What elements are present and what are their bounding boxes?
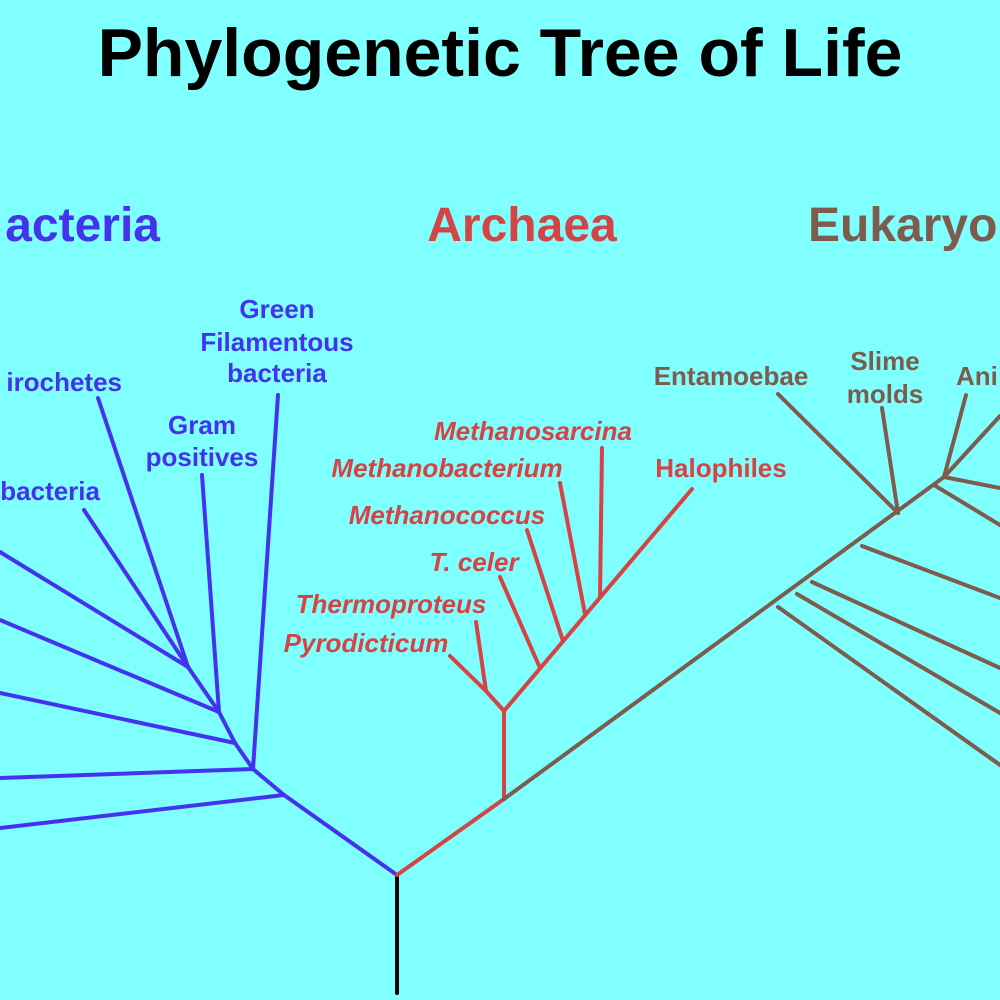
label-animals: Ani (956, 361, 998, 391)
label-entamoebae: Entamoebae (654, 361, 809, 391)
spirochetes-branch (96, 396, 190, 669)
pyrodicticum-branch (448, 654, 488, 693)
label-green-filamentous-line3: bacteria (227, 358, 327, 388)
methanobacterium-branch (558, 481, 587, 616)
methanosarcina-branch (598, 446, 604, 599)
bacteria-branch-top (0, 550, 190, 669)
animals-branch (942, 393, 968, 479)
trichomonads-branch (810, 580, 1000, 670)
bacteria-stem-3 (233, 741, 255, 771)
microsporidia-branch (795, 592, 1000, 715)
label-t-celer: T. celer (429, 547, 520, 577)
bacteria-stem-5 (186, 665, 221, 714)
page-title: Phylogenetic Tree of Life (98, 15, 903, 91)
slime-molds-branch (880, 406, 900, 515)
label-methanobacterium: Methanobacterium (331, 453, 562, 483)
plants-branch (942, 475, 1000, 490)
green-filamentous-branch (251, 393, 280, 771)
bacteria-branch-upper (0, 691, 237, 745)
eukaryota-branches (502, 392, 1000, 801)
label-slime-molds-line2: molds (847, 379, 924, 409)
bacteria-branch-mid (0, 767, 255, 780)
archaea-stem (395, 797, 506, 877)
domain-label-archaea: Archaea (427, 199, 617, 252)
domain-label-bacteria: acteria (5, 199, 160, 252)
diplomonads-branch (776, 605, 1000, 767)
label-green-filamentous-line2: Filamentous (200, 327, 353, 357)
proteobacteria-branch (82, 508, 190, 669)
flagellates-branch (860, 544, 1000, 600)
bacteria-labels: irochetes bacteria Gram positives Green … (0, 294, 353, 506)
eukaryota-labels: Entamoebae Slime molds Ani (654, 346, 998, 409)
label-gram-positives-line1: Gram (168, 410, 236, 440)
archaea-labels: Methanosarcina Methanobacterium Halophil… (284, 416, 787, 658)
label-methanococcus: Methanococcus (349, 500, 546, 530)
label-pyrodicticum: Pyrodicticum (284, 628, 449, 658)
methanococcus-branch (525, 528, 565, 643)
ciliates-branch (932, 483, 1000, 527)
euryarchaeota-stem (502, 487, 694, 713)
bacteria-branches (0, 393, 399, 877)
fungi-branch (942, 414, 1000, 479)
eukaryota-stem (502, 475, 946, 801)
t-celer-branch (498, 575, 542, 670)
bacteria-stem (282, 793, 399, 877)
label-halophiles: Halophiles (655, 453, 786, 483)
label-slime-molds-line1: Slime (850, 346, 919, 376)
label-green-filamentous-line1: Green (239, 294, 314, 324)
bacteria-stem-2 (251, 767, 286, 797)
thermoproteus-branch (474, 620, 488, 693)
label-spirochetes: irochetes (6, 367, 122, 397)
domain-label-eukaryota: Eukaryo (808, 199, 997, 252)
label-proteobacteria: bacteria (0, 476, 100, 506)
bacteria-stem-4 (217, 710, 237, 745)
label-thermoproteus: Thermoproteus (296, 589, 487, 619)
entamoebae-branch (776, 392, 900, 515)
bacteria-branch-low (0, 793, 286, 830)
crenarchaeota-stem (484, 689, 506, 713)
label-methanosarcina: Methanosarcina (434, 416, 632, 446)
label-gram-positives-line2: positives (146, 442, 259, 472)
bacteria-branch-high (0, 618, 221, 714)
gram-positives-branch (200, 473, 221, 714)
archaea-branches (395, 446, 694, 877)
